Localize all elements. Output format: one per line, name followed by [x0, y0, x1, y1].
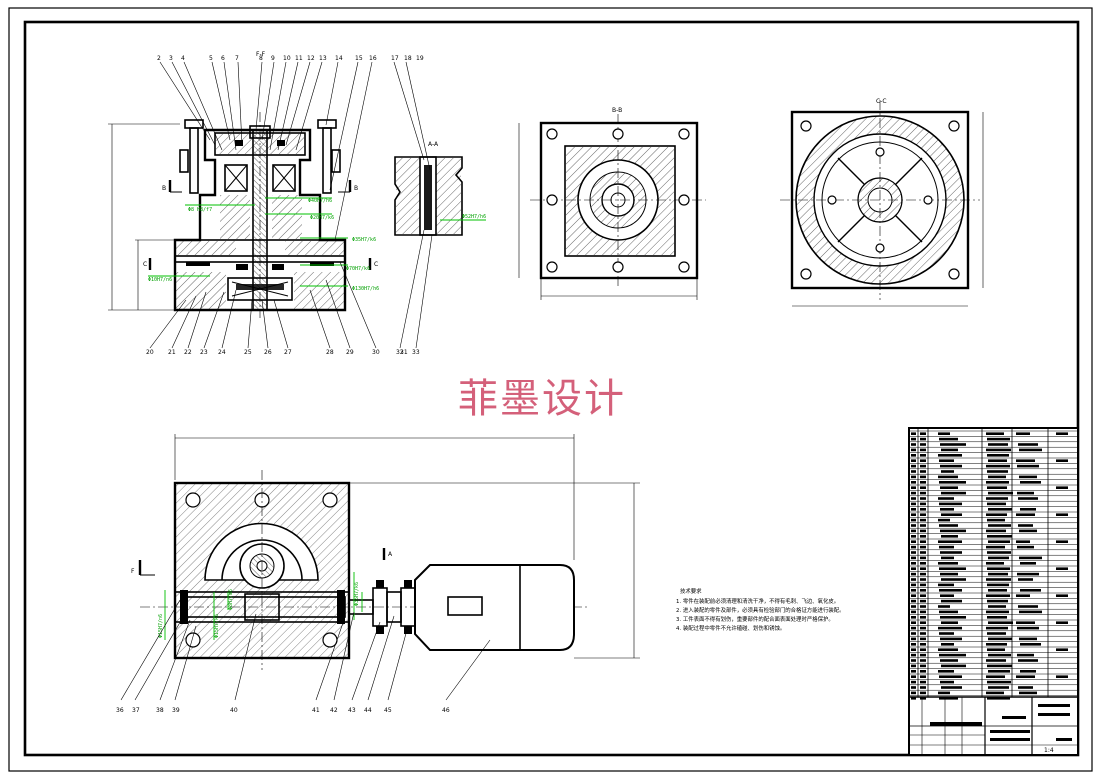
svg-text:22: 22	[184, 349, 192, 356]
top-view-label: B-B	[612, 107, 622, 114]
svg-text:5: 5	[209, 55, 213, 62]
svg-text:29: 29	[346, 349, 354, 356]
svg-text:30: 30	[372, 349, 380, 356]
fit-annotation-12: Φ35H7/k6	[354, 582, 360, 606]
svg-text:8: 8	[259, 55, 263, 62]
fit-annotation-9: Φ15H7/n6	[158, 614, 164, 638]
cut-marker-b-left: B	[162, 185, 166, 192]
front-section-view: F-F	[108, 51, 379, 349]
scale-text: 1:4	[1044, 747, 1054, 754]
svg-text:43: 43	[348, 707, 356, 714]
svg-text:15: 15	[355, 55, 363, 62]
svg-text:3: 3	[169, 55, 173, 62]
technical-notes: 技术要求 1. 零件在装配前必须清理和清洗干净，不得有毛刺、飞边、氧化皮。 2.…	[676, 587, 845, 632]
svg-text:40: 40	[230, 707, 238, 714]
cut-marker-f: F	[131, 568, 135, 575]
cut-marker-a: A	[388, 551, 393, 558]
fit-annotation-3: Φ20H7/k6	[310, 215, 334, 221]
svg-text:27: 27	[284, 349, 292, 356]
fit-annotation-4: Φ35H7/k6	[352, 237, 376, 243]
cut-marker-c-right: C	[374, 261, 378, 268]
svg-text:33: 33	[412, 349, 420, 356]
fit-annotation-11: Φ8H7/m6	[228, 589, 234, 610]
svg-text:25: 25	[244, 349, 252, 356]
svg-text:38: 38	[156, 707, 164, 714]
tech-note-1: 1. 零件在装配前必须清理和清洗干净，不得有毛刺、飞边、氧化皮。	[676, 597, 839, 605]
fit-annotation-1: Φ8 H8/f7	[188, 207, 212, 213]
fit-annotation-7: Φ130H7/h6	[352, 286, 379, 292]
svg-text:28: 28	[326, 349, 334, 356]
svg-text:20: 20	[146, 349, 154, 356]
svg-text:7: 7	[235, 55, 239, 62]
svg-text:42: 42	[330, 707, 338, 714]
fit-annotation-6: Φ70H7/k6	[346, 266, 370, 272]
svg-text:44: 44	[364, 707, 372, 714]
svg-text:37: 37	[132, 707, 140, 714]
tech-notes-title: 技术要求	[680, 587, 702, 595]
tech-note-2: 2. 进入装配的零件及部件，必须具有检验部门的合格证方能进行装配。	[676, 606, 845, 614]
front-section-label: F-F	[256, 51, 266, 58]
svg-text:9: 9	[271, 55, 275, 62]
right-view-c: C-C	[780, 98, 984, 307]
svg-text:36: 36	[116, 707, 124, 714]
svg-text:24: 24	[218, 349, 226, 356]
fit-annotation-2: Φ40H7/h6	[308, 198, 332, 204]
svg-text:17: 17	[391, 55, 399, 62]
svg-text:6: 6	[221, 55, 225, 62]
cut-marker-c-left: C	[143, 261, 147, 268]
svg-text:4: 4	[181, 55, 185, 62]
svg-text:32: 32	[396, 349, 404, 356]
svg-text:11: 11	[295, 55, 303, 62]
detail-section-view: A-A Φ52H7/h6 32 33	[393, 61, 486, 356]
fit-annotation-10: Φ15H7/k6	[214, 614, 220, 638]
front-bottom-callouts: 20 21 22 23 24 25 26 27 28 29 30 31	[146, 349, 408, 356]
fit-annotation-5: Φ10H7/n6	[148, 277, 172, 283]
fit-annotation-8: Φ52H7/h6	[462, 214, 486, 220]
svg-text:10: 10	[283, 55, 291, 62]
svg-text:2: 2	[157, 55, 161, 62]
svg-text:13: 13	[319, 55, 327, 62]
svg-text:23: 23	[200, 349, 208, 356]
svg-text:45: 45	[384, 707, 392, 714]
svg-text:18: 18	[404, 55, 412, 62]
sheet-outer-border	[8, 7, 1093, 772]
cut-marker-b-right: B	[354, 185, 358, 192]
svg-text:19: 19	[416, 55, 424, 62]
tech-note-3: 3. 工件表面不得有划伤，重要部件的配合面表面处理时严格保护。	[676, 615, 834, 623]
svg-text:21: 21	[168, 349, 176, 356]
svg-text:12: 12	[307, 55, 315, 62]
front-top-callouts: 2 3 4 5 6 7 8 9 10 11 12 13 14 15 16 17 …	[157, 55, 424, 62]
svg-text:14: 14	[335, 55, 343, 62]
detail-section-label: A-A	[428, 141, 439, 148]
svg-text:41: 41	[312, 707, 320, 714]
svg-text:16: 16	[369, 55, 377, 62]
watermark-text: 菲墨设计	[458, 376, 626, 422]
svg-text:46: 46	[442, 707, 450, 714]
drawing-frame	[23, 20, 1080, 757]
plan-view: F A Φ15H7/n6 Φ15H7/k6 Φ8H7/m6 Φ35H7/k6	[120, 434, 640, 701]
svg-text:31: 31	[400, 349, 408, 356]
svg-text:39: 39	[172, 707, 180, 714]
plan-bottom-callouts: 36 37 38 39 40 41 42 43 44 45 46	[116, 707, 450, 714]
top-view-b: B-B	[518, 107, 706, 300]
svg-text:26: 26	[264, 349, 272, 356]
right-view-label: C-C	[876, 98, 887, 105]
tech-note-4: 4. 装配过程中零件不允许磕碰、划伤和锈蚀。	[676, 624, 785, 632]
parts-list-table: 1:4	[908, 427, 1079, 756]
